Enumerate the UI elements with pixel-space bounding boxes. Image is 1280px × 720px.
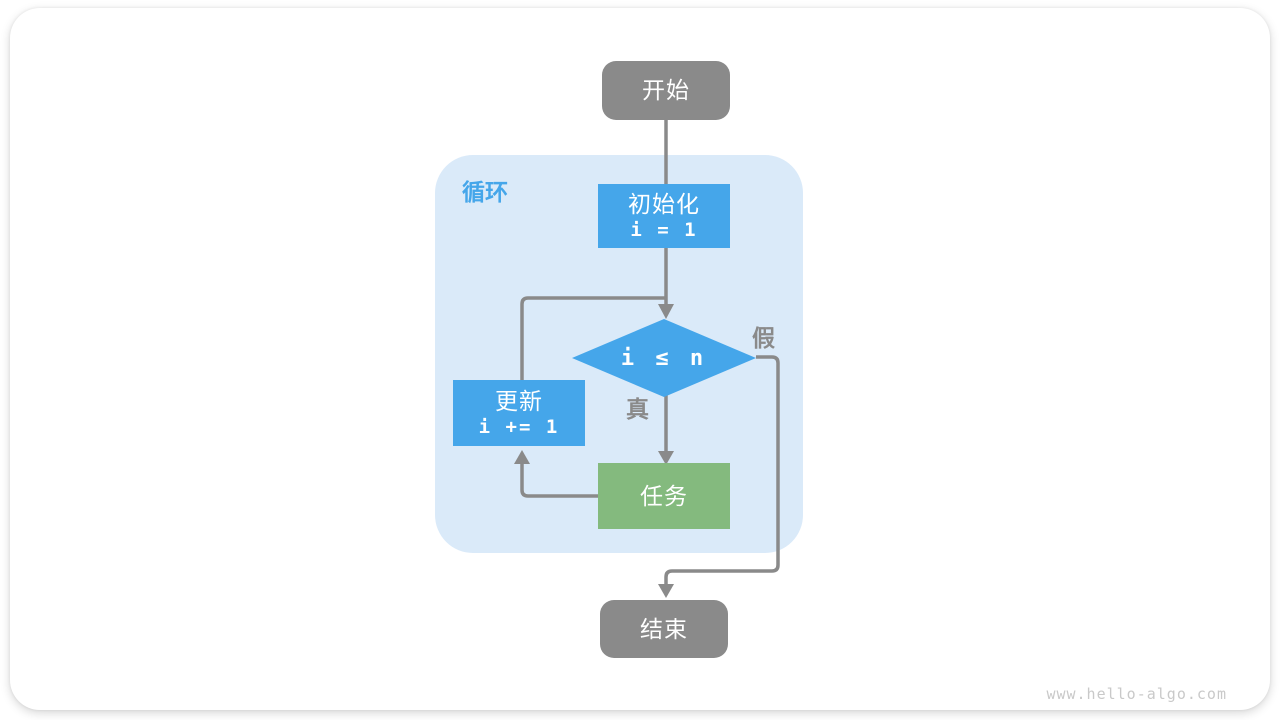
flow-connectors — [514, 120, 780, 598]
edge-task-to-update — [520, 464, 598, 498]
branch-false-label: 假 — [752, 325, 775, 351]
arrowhead-into-end — [658, 584, 674, 598]
loop-scope-label: 循环 — [462, 179, 508, 205]
task-node: 任务 — [598, 463, 730, 529]
start-node: 开始 — [602, 61, 730, 120]
start-node-label: 开始 — [642, 77, 690, 104]
arrowhead-into-task — [658, 451, 674, 465]
end-node-label: 结束 — [640, 615, 688, 642]
update-node: 更新 i += 1 — [453, 380, 585, 446]
edge-condition-to-end — [664, 355, 780, 585]
edge-update-to-condition — [520, 296, 666, 381]
site-watermark: www.hello-algo.com — [1046, 685, 1227, 703]
arrowhead-into-update — [514, 450, 530, 464]
update-node-title: 更新 — [495, 387, 543, 414]
condition-node-code: i ≤ n — [620, 345, 708, 371]
init-node-title: 初始化 — [628, 190, 700, 217]
diagram-card: 循环 开始 初始化 i = 1 i ≤ n 真 假 更新 i += 1 任务 — [10, 8, 1270, 710]
branch-true-label: 真 — [626, 396, 649, 422]
task-node-label: 任务 — [640, 482, 688, 509]
arrowhead-into-condition — [658, 304, 674, 319]
init-node-code: i = 1 — [630, 218, 698, 241]
update-node-code: i += 1 — [478, 415, 560, 438]
init-node: 初始化 i = 1 — [598, 184, 730, 248]
end-node: 结束 — [600, 600, 728, 658]
